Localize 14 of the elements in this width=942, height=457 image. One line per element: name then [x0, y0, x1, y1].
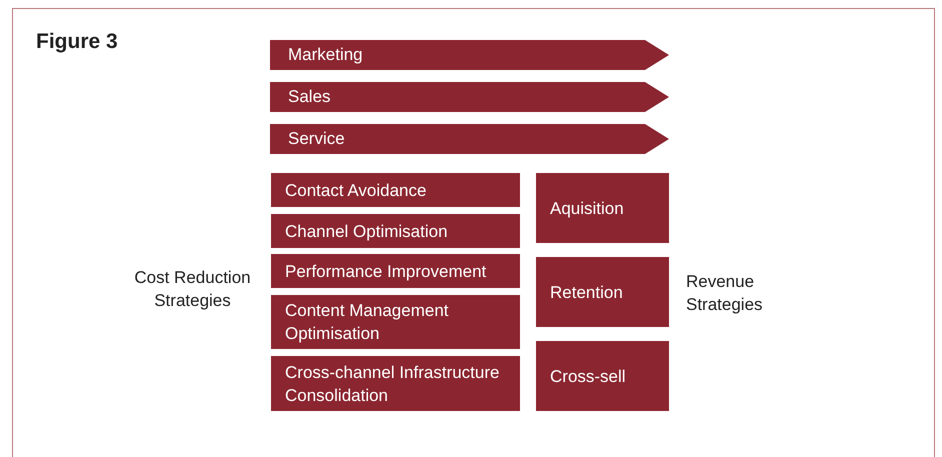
strategy-card: Channel Optimisation — [271, 214, 520, 248]
group-label: Revenue Strategies — [686, 271, 764, 316]
figure-title: Figure 3 — [36, 30, 118, 54]
strategy-card: Contact Avoidance — [271, 173, 520, 207]
strategy-card: Performance Improvement — [271, 254, 520, 288]
group-label: Cost Reduction Strategies — [133, 267, 252, 312]
strategy-card: Cross-sell — [536, 341, 669, 411]
banner-label: Marketing — [288, 45, 363, 65]
strategy-card: Cross-channel Infrastructure Consolidation — [271, 356, 520, 411]
strategy-card: Content Management Optimisation — [271, 295, 520, 349]
strategy-card: Retention — [536, 257, 669, 327]
banner-label: Service — [288, 129, 345, 149]
banner-label: Sales — [288, 87, 331, 107]
strategy-card: Aquisition — [536, 173, 669, 243]
